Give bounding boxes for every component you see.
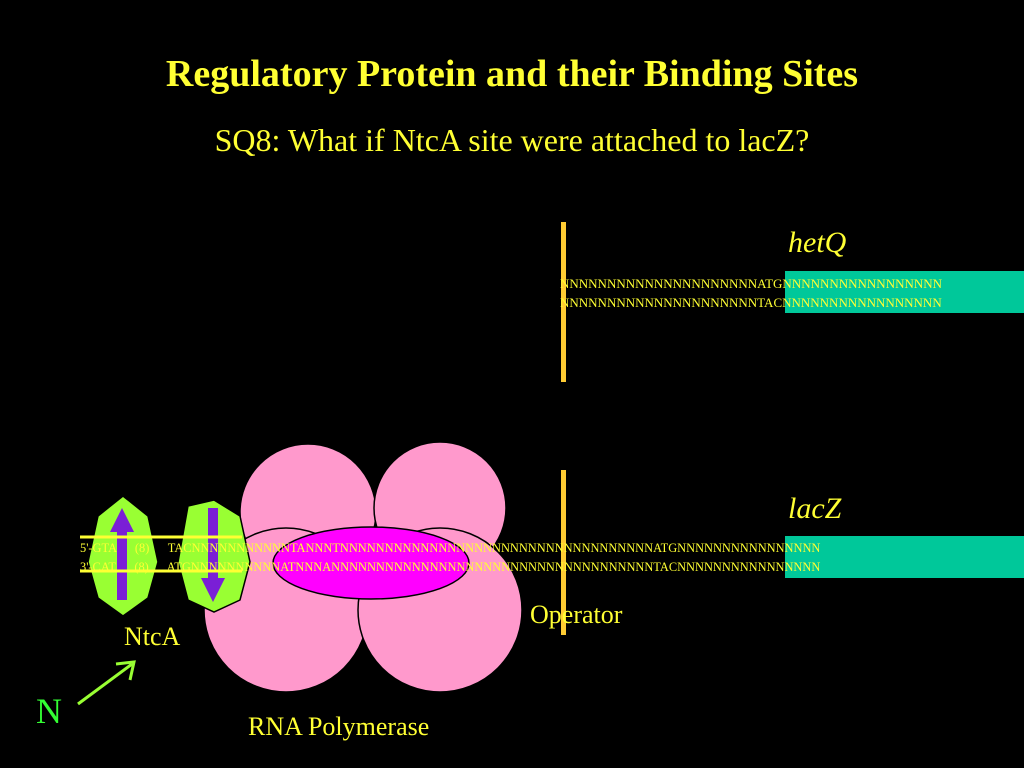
hetq-strand-bottom: NNNNNNNNNNNNNNNNNNNNNTACNNNNNNNNNNNNNNNN… — [560, 295, 942, 310]
rna-polymerase-label: RNA Polymerase — [248, 712, 430, 741]
ntca-label: NtcA — [124, 622, 181, 651]
n-label: N — [36, 691, 62, 731]
arrow-up-icon — [110, 508, 134, 532]
operator-protein — [272, 526, 470, 600]
n-to-ntca-arrow — [77, 660, 136, 706]
page-subtitle: SQ8: What if NtcA site were attached to … — [214, 122, 810, 158]
arrow-down-icon — [201, 578, 225, 602]
hetq-gene-label: hetQ — [788, 226, 847, 259]
page-title: Regulatory Protein and their Binding Sit… — [165, 53, 859, 95]
hetq-strand-top: NNNNNNNNNNNNNNNNNNNNNATGNNNNNNNNNNNNNNNN… — [560, 276, 943, 291]
lacz-strand-top: 5'-GTA (8) TACNNNNNNNNNNNTANNNTNNNNNNNNN… — [80, 541, 821, 555]
lacz-gene-label: lacZ — [788, 492, 842, 525]
lacz-strand-bottom: 3'-CAT (8) ATGNNNNNNNNNNATNNNANNNNNNNNNN… — [80, 560, 821, 574]
operator-bar-top — [561, 222, 566, 382]
lacz-gene-box — [785, 536, 1024, 578]
operator-label: Operator — [530, 600, 623, 629]
operator-bar-bottom — [561, 470, 566, 635]
hetq-gene-box — [785, 271, 1024, 313]
ntca-arrows — [110, 508, 225, 602]
